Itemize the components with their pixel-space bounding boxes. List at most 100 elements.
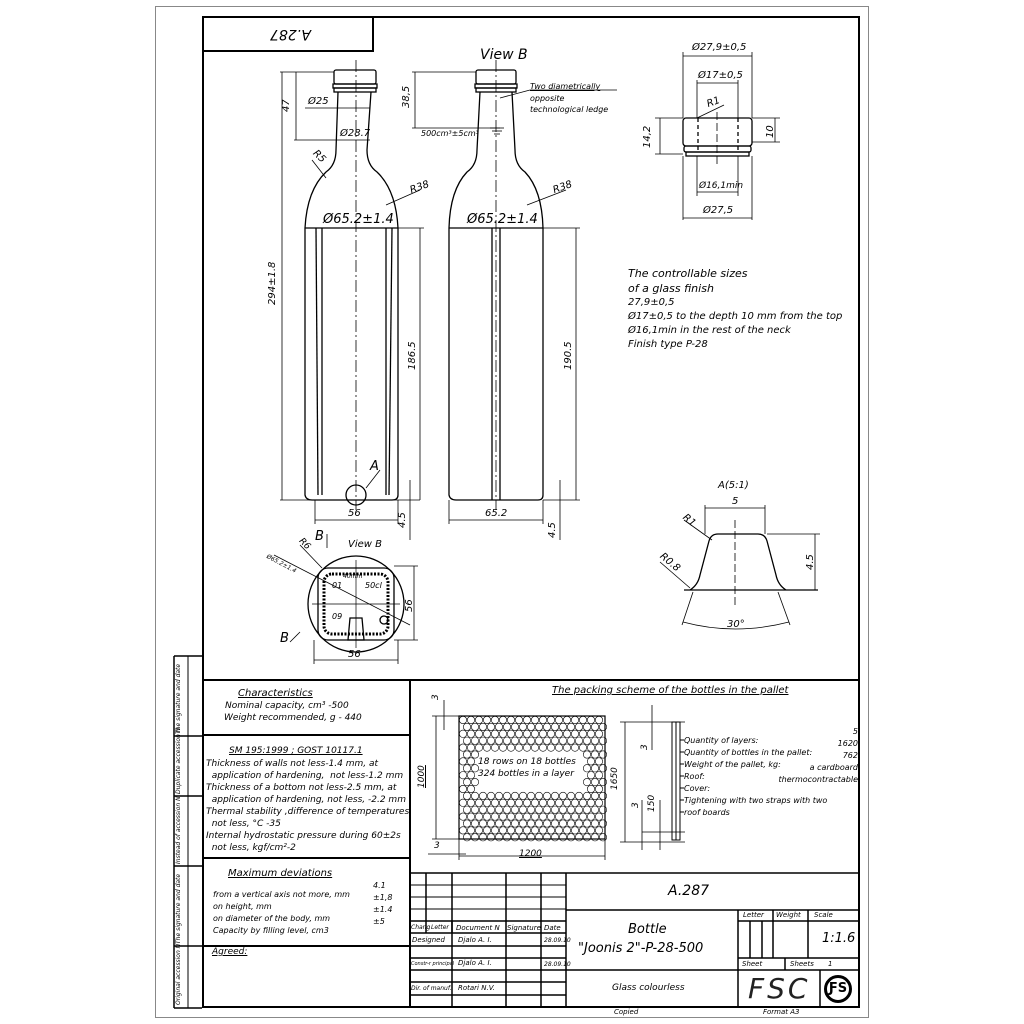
finish-depth: 10 xyxy=(765,125,776,138)
bottle-circle xyxy=(526,791,535,800)
dim-side-bottom-offset: 4.5 xyxy=(547,522,558,538)
bottle-circle xyxy=(546,826,555,835)
hdr-letter: Letter xyxy=(431,924,449,931)
date-constr: 28.09.10 xyxy=(544,961,571,968)
bottle-circle xyxy=(594,812,603,821)
title-scale-value: 1:1.6 xyxy=(822,931,856,946)
bottle-circle xyxy=(594,771,603,780)
bottle-circle xyxy=(506,715,515,724)
bottle-circle xyxy=(466,798,475,807)
bottom-mark-40mm: 40mm xyxy=(343,573,363,580)
bottle-circle xyxy=(570,826,579,835)
dim-neck-bottom-dia: Ø28.7 xyxy=(340,128,371,139)
bottle-circle xyxy=(514,729,523,738)
bottle-circle xyxy=(458,798,467,807)
finish-note-line: The controllable sizes xyxy=(628,267,748,280)
finish-note-line: of a glass finish xyxy=(628,282,714,295)
bottle-circle xyxy=(594,757,603,766)
bottle-circle xyxy=(522,798,531,807)
bottom-view-drawing xyxy=(273,534,418,664)
bottle-circle xyxy=(502,736,511,745)
bottle-circle xyxy=(546,798,555,807)
bottle-circle xyxy=(546,812,555,821)
bottle-circle xyxy=(582,819,591,828)
bottle-circle xyxy=(470,764,479,773)
bottle-circle xyxy=(570,743,579,752)
bottle-circle xyxy=(490,798,499,807)
bottle-circle xyxy=(590,750,599,759)
bottle-circle xyxy=(466,715,475,724)
spec-value: 5 xyxy=(852,727,858,736)
standards-line: application of hardening, not less-1.2 m… xyxy=(206,771,404,781)
bottom-mark-50cl: 50cl xyxy=(365,581,382,590)
bottle-circle xyxy=(470,805,479,814)
bottle-circle xyxy=(566,833,575,842)
bottle-circle xyxy=(474,826,483,835)
bottle-circle xyxy=(538,715,547,724)
bottle-circle xyxy=(558,833,567,842)
bottle-circle xyxy=(510,833,519,842)
deviation-value: ±1,8 xyxy=(373,893,393,902)
bottle-circle xyxy=(474,743,483,752)
bottle-circle xyxy=(490,743,499,752)
bottle-circle xyxy=(478,736,487,745)
deviation-row: on diameter of the body, mm±1.4 xyxy=(213,905,403,923)
spec-label: Quantity of bottles in the pallet: xyxy=(684,748,813,757)
bottle-circle xyxy=(558,722,567,731)
side-stamp-2: Duplicate accession N xyxy=(175,727,182,794)
bottle-circle xyxy=(562,715,571,724)
deviation-value: ±1.4 xyxy=(373,905,393,914)
bottle-circle xyxy=(582,805,591,814)
bottle-circle xyxy=(530,798,539,807)
bottle-circle xyxy=(510,819,519,828)
side-stamp-5: Original accession N xyxy=(175,943,182,1005)
bottle-circle xyxy=(526,722,535,731)
bottle-circle xyxy=(550,736,559,745)
title-code: A.287 xyxy=(668,883,710,899)
bottle-circle xyxy=(478,805,487,814)
bottle-circle xyxy=(490,812,499,821)
bottle-circle xyxy=(558,791,567,800)
standards-title: SM 195:1999 ; GOST 10117.1 xyxy=(229,746,363,756)
standards-lines: Thickness of walls not less-1.4 mm, at a… xyxy=(206,760,412,856)
bottle-circle xyxy=(526,819,535,828)
bottle-circle xyxy=(586,798,595,807)
spec-row: Roof:a cardboard xyxy=(684,764,858,781)
bottle-circle xyxy=(498,812,507,821)
spec-value: thermocontractable xyxy=(778,775,858,784)
bottle-circle xyxy=(466,729,475,738)
bottle-circle xyxy=(570,812,579,821)
bottle-circle xyxy=(514,812,523,821)
bottle-circle xyxy=(566,736,575,745)
bottle-circle xyxy=(482,715,491,724)
bottle-circle xyxy=(562,812,571,821)
spec-row: Tightening with two straps with two xyxy=(684,788,858,805)
bottle-circle xyxy=(542,819,551,828)
pack-dim-height: 1000 xyxy=(417,765,427,788)
standards-line: not less, °C -35 xyxy=(206,819,281,829)
bottle-circle xyxy=(590,722,599,731)
title-sheets-label: Sheets xyxy=(790,960,814,968)
bottle-circle xyxy=(594,715,603,724)
bottle-circle xyxy=(554,729,563,738)
pack-dim-left-gap: 3 xyxy=(434,841,440,851)
bottle-circle xyxy=(514,826,523,835)
bottle-circle xyxy=(474,729,483,738)
title-scale-label: Scale xyxy=(814,911,833,919)
detail-marker-a: A xyxy=(370,459,379,474)
bottle-circle xyxy=(590,736,599,745)
spec-row: Cover:thermocontractable xyxy=(684,775,858,793)
bottle-circle xyxy=(522,826,531,835)
bottle-circle xyxy=(590,791,599,800)
bottle-circle xyxy=(554,826,563,835)
bottle-circle xyxy=(562,743,571,752)
bottle-circle xyxy=(462,736,471,745)
bottle-circle xyxy=(586,784,595,793)
bottle-circle xyxy=(578,798,587,807)
bottle-circle xyxy=(494,722,503,731)
bottle-circle xyxy=(586,826,595,835)
section-a-label: A(5:1) xyxy=(718,480,749,491)
dim-side-body-dia: Ø65.2±1.4 xyxy=(467,212,538,227)
side-stamp-1: The signature and date xyxy=(175,663,182,734)
bottle-circle xyxy=(594,826,603,835)
